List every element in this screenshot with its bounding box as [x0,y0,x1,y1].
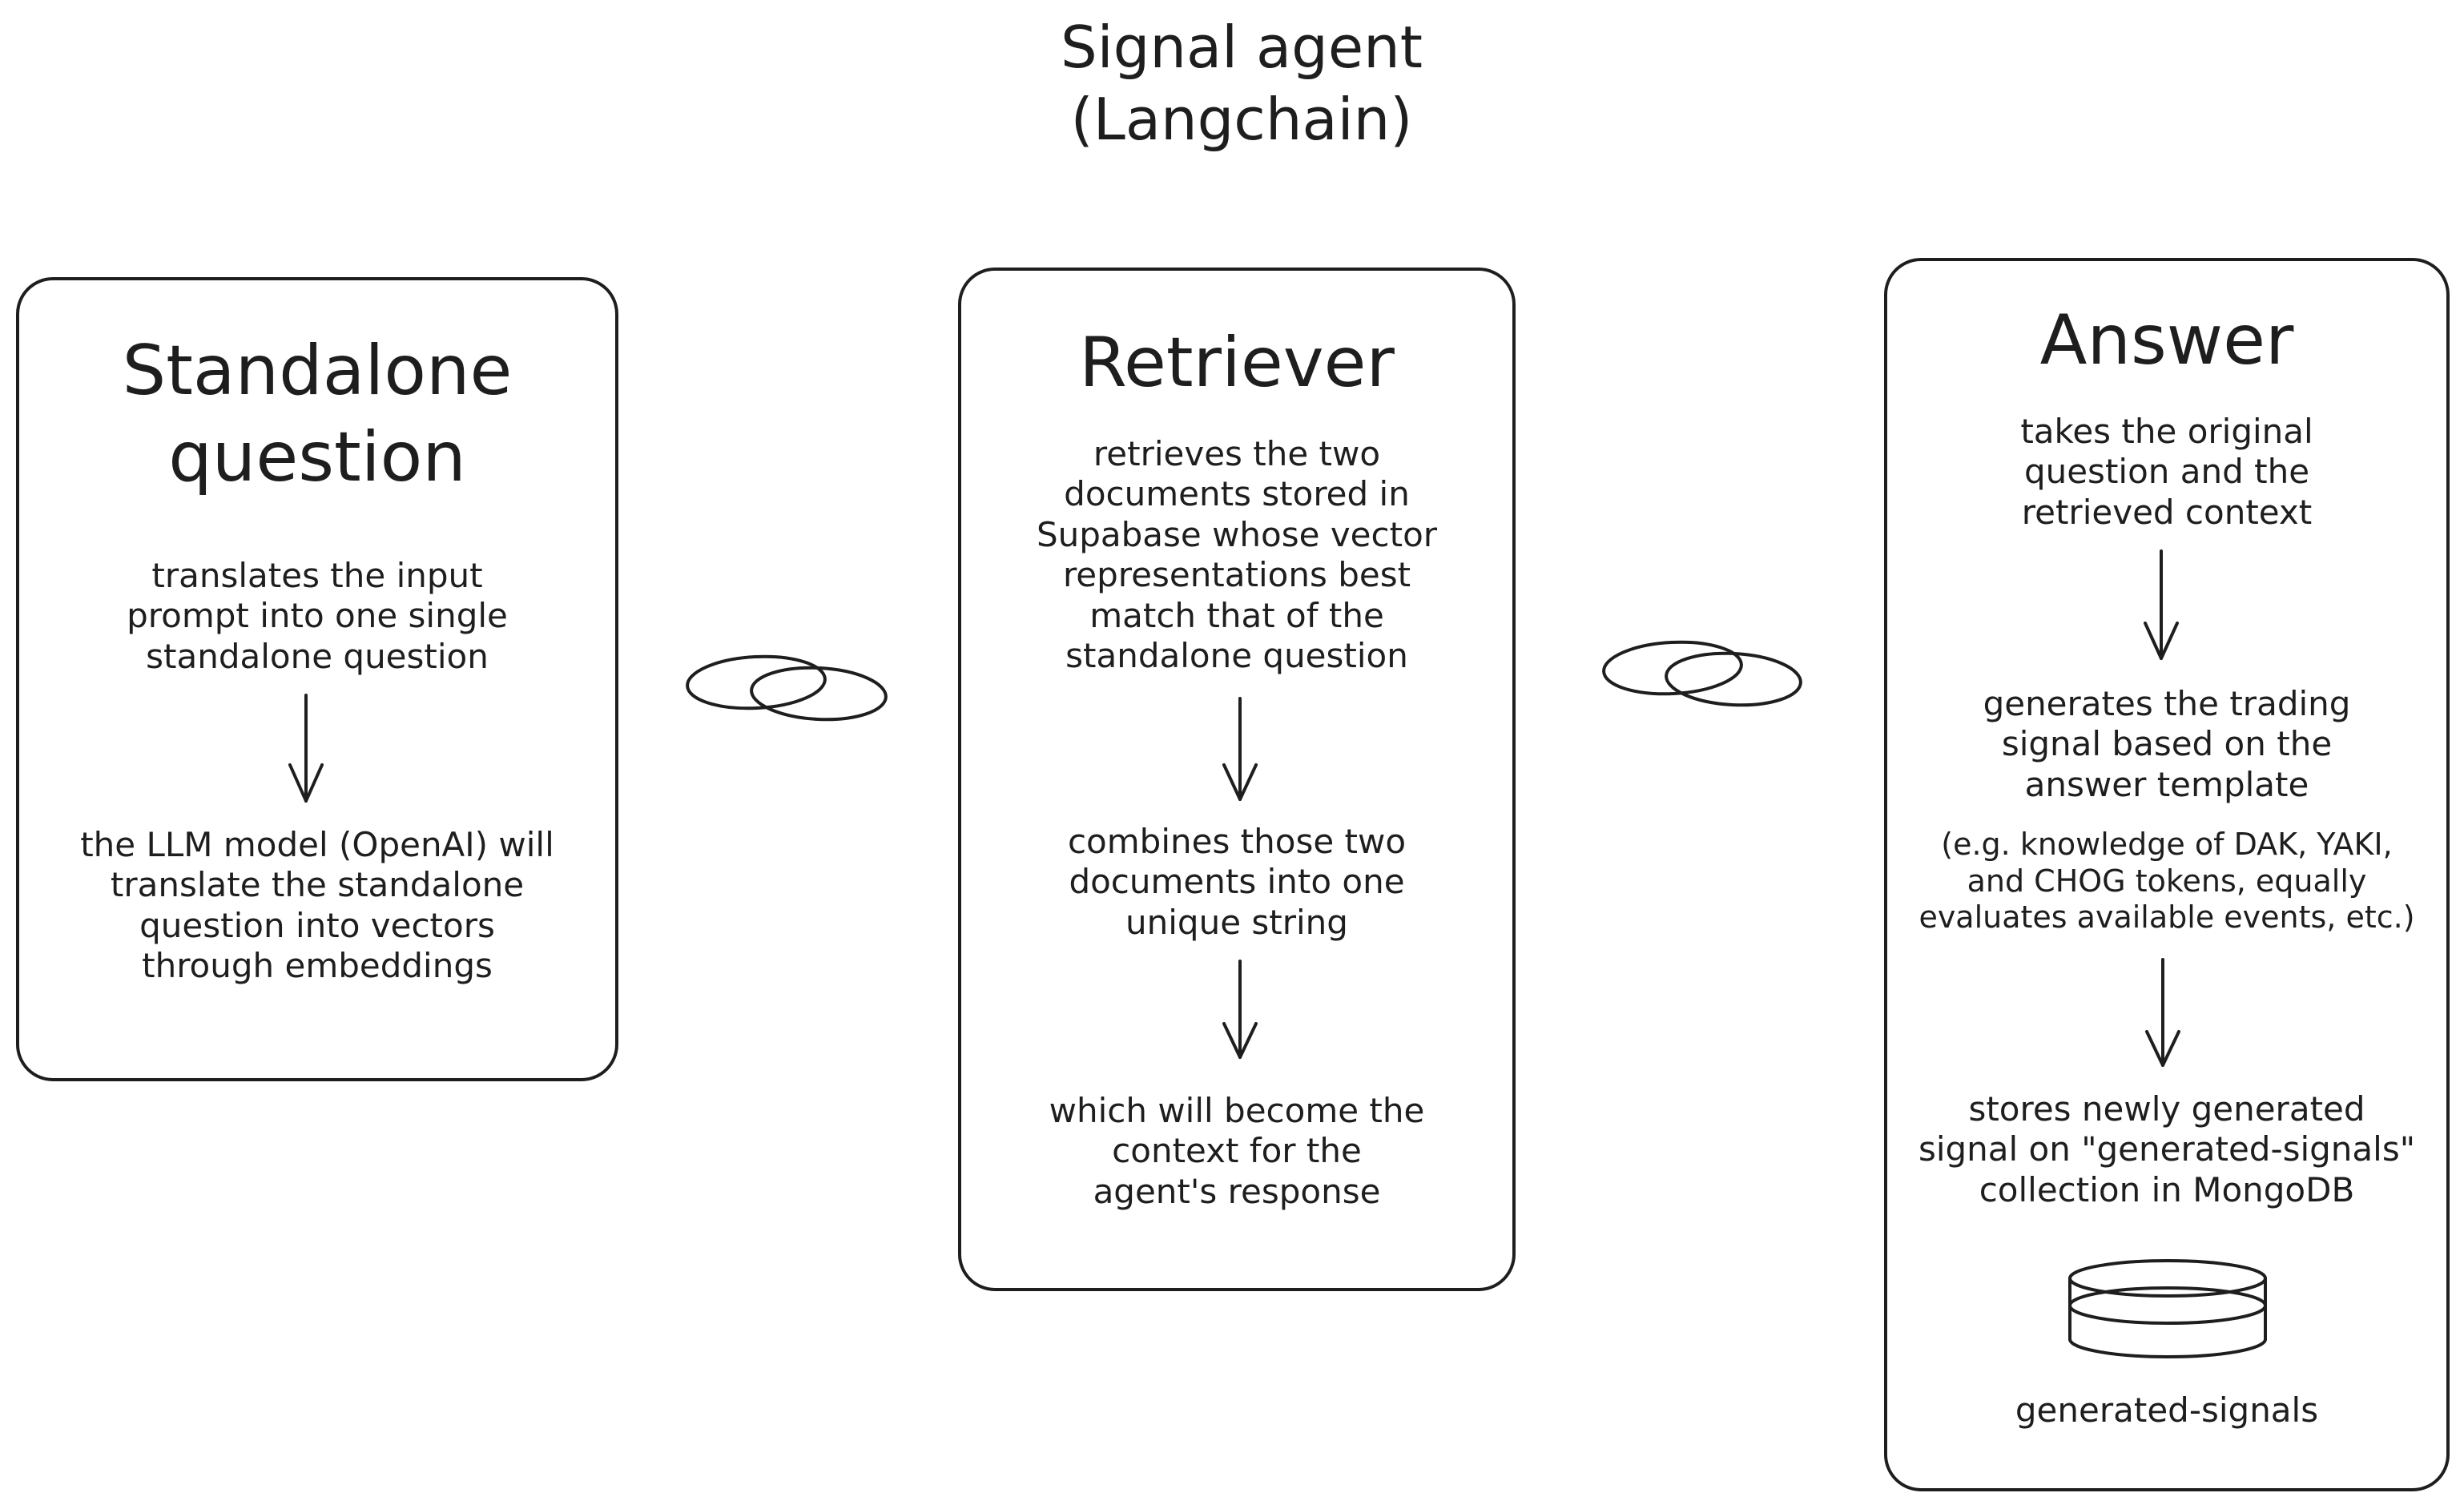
answer-step-1: takes the original question and the retr… [2020,412,2313,532]
arrow-down-icon [2144,549,2179,660]
arrow-down-icon [1222,960,1258,1059]
answer-heading: Answer [2039,300,2294,380]
answer-box [1884,258,2450,1491]
retriever-step-1: retrieves the two documents stored in Su… [1036,434,1438,675]
link-icon [686,654,888,722]
answer-step-3: stores newly generated signal on "genera… [1918,1089,2416,1209]
database-label: generated-signals [2015,1390,2319,1430]
standalone-step-1: translates the input prompt into one sin… [127,556,508,676]
standalone-heading: Standalone question [122,331,513,497]
arrow-down-icon [288,694,324,803]
retriever-step-3: which will become the context for the ag… [1049,1091,1425,1211]
diagram-title: Signal agent (Langchain) [1060,14,1423,153]
retriever-step-2: combines those two documents into one un… [1067,822,1407,942]
answer-step-2-note: (e.g. knowledge of DAK, YAKI, and CHOG t… [1918,827,2415,936]
link-icon [1602,640,1802,707]
database-icon [2068,1259,2267,1358]
answer-step-2: generates the trading signal based on th… [1983,684,2351,804]
standalone-step-2: the LLM model (OpenAI) will translate th… [80,825,554,986]
arrow-down-icon [1222,697,1258,801]
retriever-heading: Retriever [1079,323,1395,403]
arrow-down-icon [2145,958,2180,1067]
retriever-box [958,268,1516,1291]
standalone-question-box [16,277,618,1081]
